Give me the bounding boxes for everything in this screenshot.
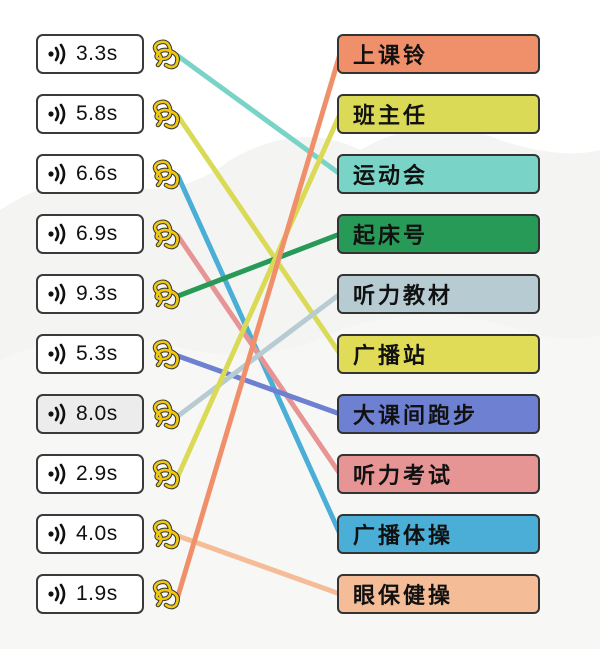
audio-clip-button[interactable]: 6.9s bbox=[36, 214, 144, 254]
rope-knot-icon[interactable] bbox=[150, 397, 184, 431]
speaker-icon bbox=[46, 462, 72, 486]
word-card[interactable]: 运动会 bbox=[337, 154, 540, 194]
word-card[interactable]: 上课铃 bbox=[337, 34, 540, 74]
speaker-icon bbox=[46, 222, 72, 246]
rope-knot-icon[interactable] bbox=[150, 457, 184, 491]
rope-knot-icon[interactable] bbox=[150, 577, 184, 611]
audio-clip-button[interactable]: 6.6s bbox=[36, 154, 144, 194]
word-card[interactable]: 起床号 bbox=[337, 214, 540, 254]
speaker-icon bbox=[46, 402, 72, 426]
word-card[interactable]: 听力考试 bbox=[337, 454, 540, 494]
rope-knot-icon[interactable] bbox=[150, 517, 184, 551]
word-card[interactable]: 听力教材 bbox=[337, 274, 540, 314]
clip-duration: 6.6s bbox=[76, 162, 118, 185]
word-card[interactable]: 眼保健操 bbox=[337, 574, 540, 614]
word-card[interactable]: 广播体操 bbox=[337, 514, 540, 554]
speaker-icon bbox=[46, 582, 72, 606]
speaker-icon bbox=[46, 42, 72, 66]
clip-duration: 8.0s bbox=[76, 402, 118, 425]
rope-knot-icon[interactable] bbox=[150, 97, 184, 131]
speaker-icon bbox=[46, 102, 72, 126]
word-card[interactable]: 大课间跑步 bbox=[337, 394, 540, 434]
word-card[interactable]: 广播站 bbox=[337, 334, 540, 374]
clip-duration: 6.9s bbox=[76, 222, 118, 245]
audio-clip-button[interactable]: 4.0s bbox=[36, 514, 144, 554]
audio-clip-button[interactable]: 9.3s bbox=[36, 274, 144, 314]
audio-clip-button[interactable]: 8.0s bbox=[36, 394, 144, 434]
clip-duration: 1.9s bbox=[76, 582, 118, 605]
clip-duration: 5.8s bbox=[76, 102, 118, 125]
clip-duration: 9.3s bbox=[76, 282, 118, 305]
clip-duration: 3.3s bbox=[76, 42, 118, 65]
audio-clip-button[interactable]: 1.9s bbox=[36, 574, 144, 614]
rope-knot-icon[interactable] bbox=[150, 157, 184, 191]
speaker-icon bbox=[46, 162, 72, 186]
speaker-icon bbox=[46, 282, 72, 306]
rope-knot-icon[interactable] bbox=[150, 217, 184, 251]
clip-duration: 5.3s bbox=[76, 342, 118, 365]
rope-knot-icon[interactable] bbox=[150, 337, 184, 371]
clip-duration: 2.9s bbox=[76, 462, 118, 485]
word-card[interactable]: 班主任 bbox=[337, 94, 540, 134]
speaker-icon bbox=[46, 522, 72, 546]
rope-knot-icon[interactable] bbox=[150, 277, 184, 311]
rope-knot-icon[interactable] bbox=[150, 37, 184, 71]
speaker-icon bbox=[46, 342, 72, 366]
clip-duration: 4.0s bbox=[76, 522, 118, 545]
audio-clip-button[interactable]: 5.8s bbox=[36, 94, 144, 134]
audio-clip-button[interactable]: 5.3s bbox=[36, 334, 144, 374]
audio-clip-button[interactable]: 2.9s bbox=[36, 454, 144, 494]
audio-clip-button[interactable]: 3.3s bbox=[36, 34, 144, 74]
